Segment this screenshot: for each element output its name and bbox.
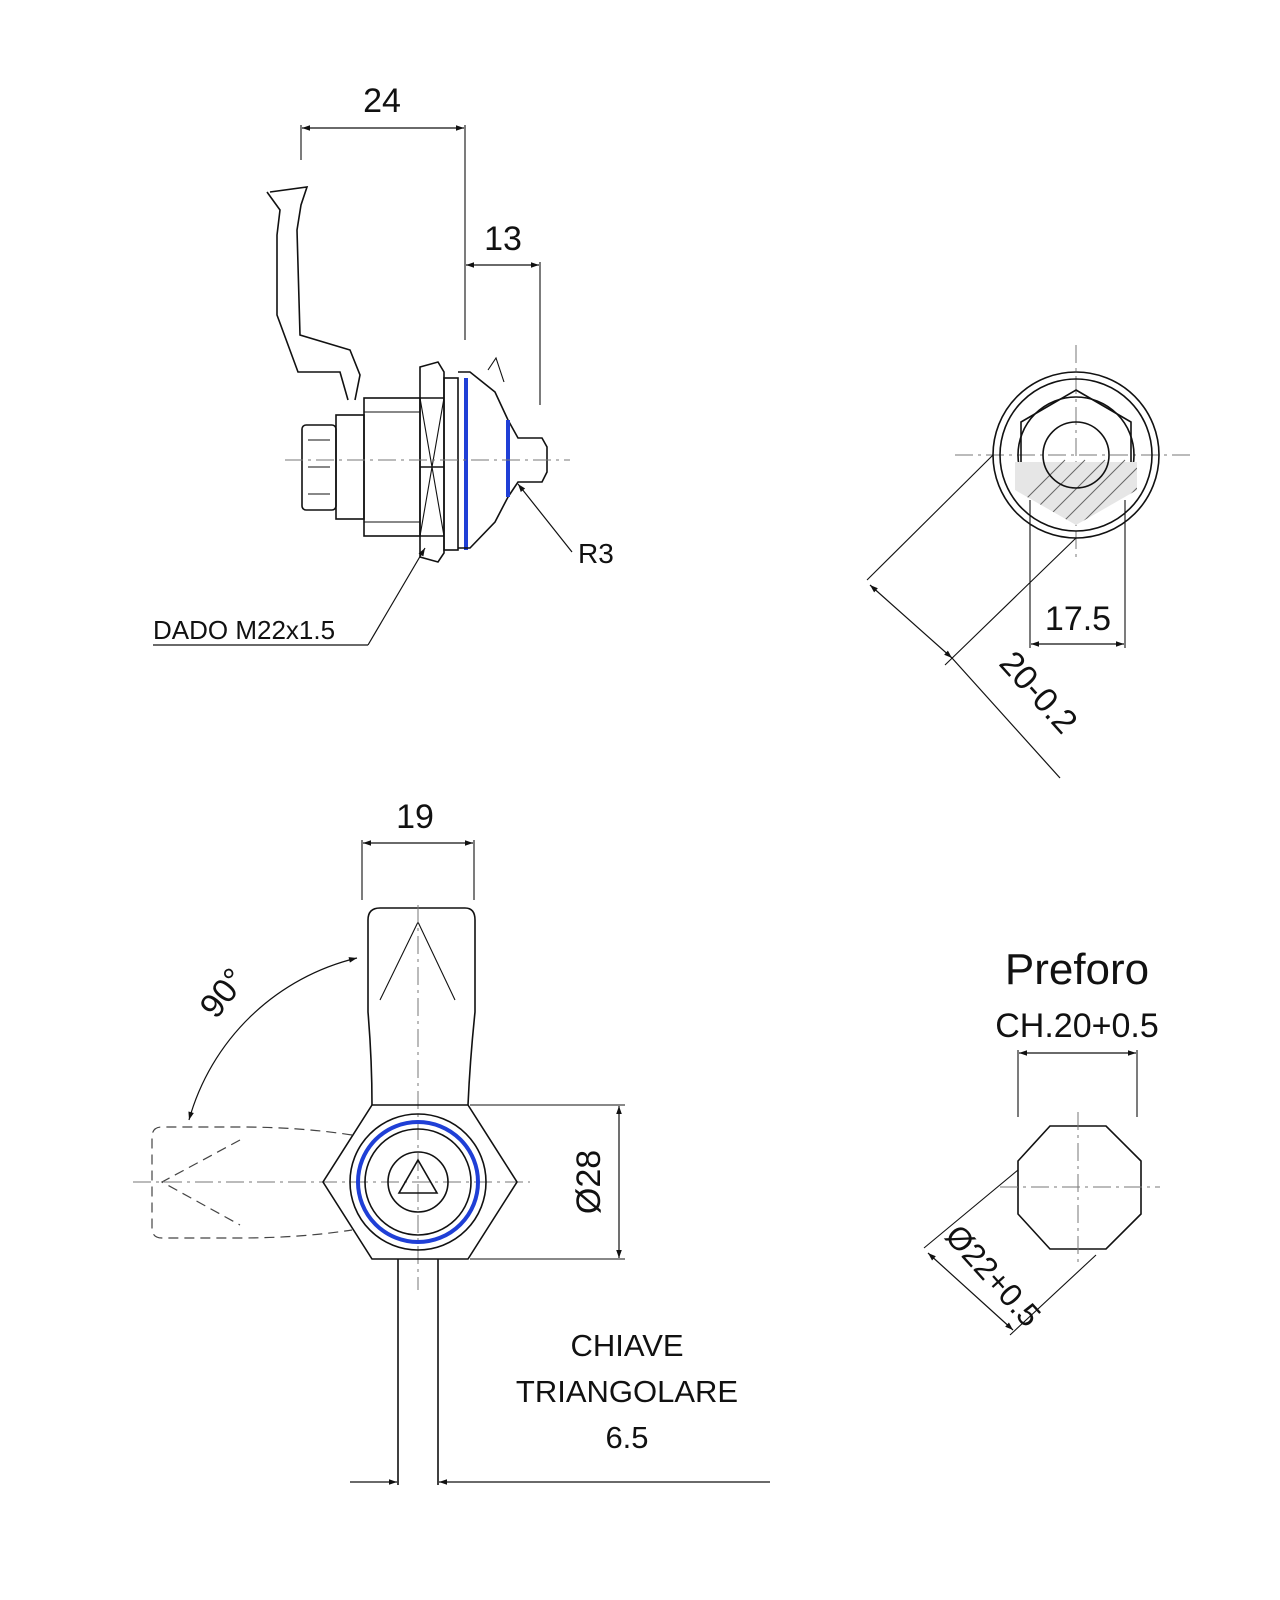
front-view: 19 90° Ø28 CHIAVE TRIANGOLARE 6.5 xyxy=(133,798,770,1485)
cutout-title: Preforo xyxy=(1005,945,1149,994)
handle-vertical xyxy=(367,907,476,1106)
triangular-key-socket xyxy=(397,1158,439,1194)
key-label-line1: CHIAVE xyxy=(570,1328,683,1363)
lock-barrel xyxy=(363,397,421,537)
cutout-diameter-dim: Ø22+0.5 xyxy=(938,1218,1047,1334)
key-label-line2: TRIANGOLARE xyxy=(516,1374,738,1409)
cutout-view: Preforo CH.20+0.5 Ø22+0.5 xyxy=(923,945,1160,1336)
nut-label: DADO M22x1.5 xyxy=(153,615,335,645)
handle-lever xyxy=(266,186,361,401)
cutout-profile xyxy=(1017,1125,1142,1250)
end-view: 17.5 20-0.2 xyxy=(866,345,1195,779)
dim-24: 24 xyxy=(363,82,401,120)
hatched-section xyxy=(1015,459,1137,525)
cutout-flat-dim: CH.20+0.5 xyxy=(995,1007,1159,1045)
handle-rotated-position xyxy=(151,1126,353,1239)
dim-17-5: 17.5 xyxy=(1045,600,1111,638)
seal-ring-front xyxy=(356,1120,480,1244)
hex-body xyxy=(322,1104,518,1260)
dim-13: 13 xyxy=(484,220,522,258)
dim-19: 19 xyxy=(396,798,434,836)
side-view: 24 13 R3 DADO M22x1.5 xyxy=(153,82,614,646)
dim-90-degrees: 90° xyxy=(193,961,255,1025)
key-label-line3: 6.5 xyxy=(605,1420,648,1455)
radius-label: R3 xyxy=(578,538,614,569)
dim-20-0-2: 20-0.2 xyxy=(992,644,1085,741)
hex-nut xyxy=(419,361,445,563)
dim-diameter-28: Ø28 xyxy=(570,1150,608,1214)
